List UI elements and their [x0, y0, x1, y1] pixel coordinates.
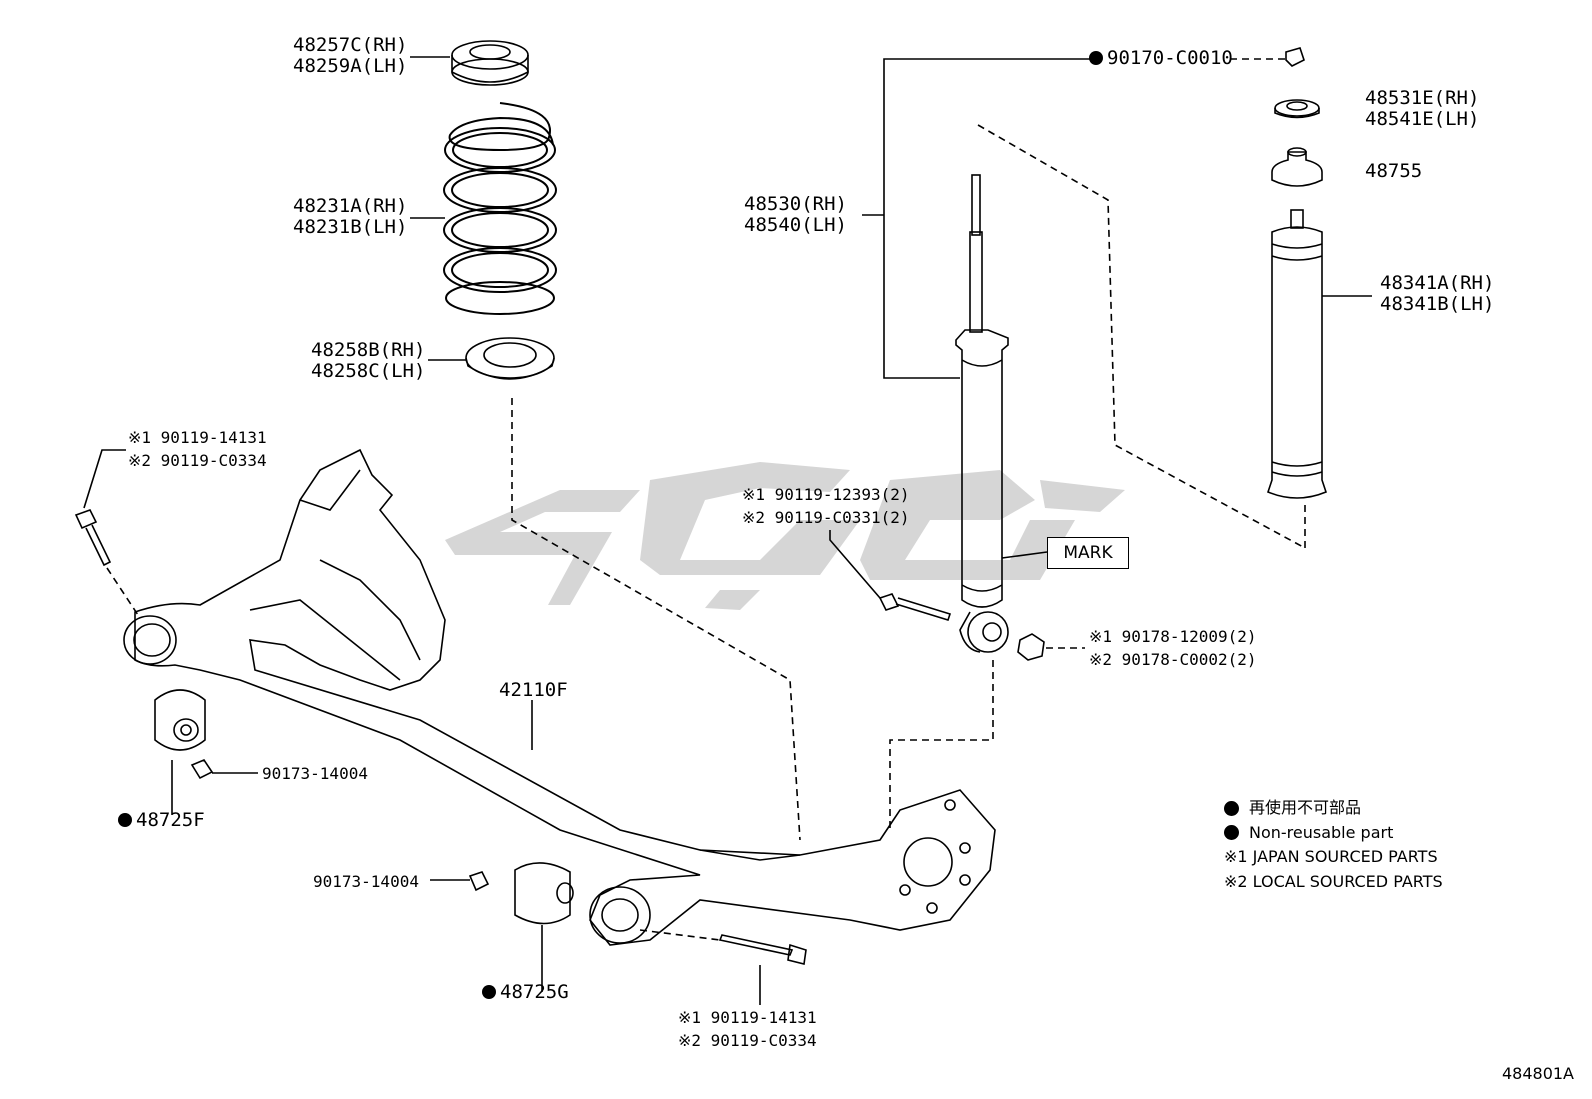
- label-washer: 48531E(RH) 48541E(LH): [1365, 88, 1479, 130]
- label-lower-spring-seat: 48258B(RH) 48258C(LH): [311, 340, 425, 382]
- label-line: 48231A(RH): [293, 195, 408, 217]
- washer-shape: [1274, 99, 1320, 119]
- label-line: ※1 90119-14131: [678, 1008, 817, 1027]
- legend-text: 再使用不可部品: [1249, 798, 1362, 817]
- bushing-left-shape: [154, 689, 206, 751]
- label-line: 48530(RH): [744, 193, 847, 215]
- coil-spring-shape: [443, 102, 557, 315]
- label-bottom-bolt: ※1 90119-14131 ※2 90119-C0334: [678, 1006, 817, 1052]
- label-shock-lower-nut: ※1 90178-12009(2) ※2 90178-C0002(2): [1089, 625, 1257, 671]
- label-line: 48540(LH): [744, 214, 847, 236]
- label-line: 90173-14004: [313, 872, 419, 891]
- label-upper-spring-seat: 48257C(RH) 48259A(LH): [293, 35, 407, 77]
- label-shock-absorber: 48530(RH) 48540(LH): [744, 194, 847, 236]
- non-reusable-dot-icon: [1224, 800, 1239, 816]
- mark-callout: MARK: [1047, 537, 1129, 569]
- non-reusable-dot-icon: [1089, 51, 1103, 65]
- label-nut-right: 90173-14004: [313, 870, 419, 893]
- label-line: ※2 90119-C0331(2): [742, 508, 910, 527]
- label-line: 48259A(LH): [293, 55, 408, 77]
- watermark-logo: [445, 462, 1125, 610]
- legend-text: Non-reusable part: [1249, 822, 1394, 842]
- label-line: 48341A(RH): [1380, 272, 1495, 294]
- axle-beam-shape: [123, 448, 996, 946]
- bushing-right-shape: [514, 862, 574, 925]
- label-line: ※2 90119-C0334: [128, 451, 267, 470]
- legend-row: 再使用不可部品: [1224, 796, 1443, 821]
- label-line: 90173-14004: [262, 764, 368, 783]
- lower-spring-seat-shape: [465, 337, 555, 380]
- bumper-stopper-shape: [1271, 147, 1323, 187]
- label-line: 48258B(RH): [311, 339, 426, 361]
- nut-left-shape: [190, 759, 214, 780]
- dust-boot-shape: [1267, 209, 1327, 499]
- front-bolt-shape: [74, 509, 112, 567]
- label-line: 48725F: [136, 809, 205, 831]
- label-line: ※2 90119-C0334: [678, 1031, 817, 1050]
- reference-code: 484801A: [1501, 1064, 1574, 1083]
- label-line: 48725G: [500, 981, 569, 1003]
- label-line: ※1 90119-12393(2): [742, 485, 910, 504]
- label-bushing-right: 48725G: [482, 982, 569, 1003]
- legend-text: ※2 LOCAL SOURCED PARTS: [1224, 871, 1443, 891]
- label-line: 48231B(LH): [293, 216, 408, 238]
- non-reusable-dot-icon: [118, 813, 132, 827]
- label-shock-lower-bolt: ※1 90119-12393(2) ※2 90119-C0331(2): [742, 483, 910, 529]
- bottom-bolt-shape: [718, 934, 807, 965]
- label-bumper-stopper: 48755: [1365, 161, 1422, 182]
- label-top-nut: 90170-C0010: [1089, 48, 1233, 69]
- legend-row: ※2 LOCAL SOURCED PARTS: [1224, 870, 1443, 895]
- label-line: 48258C(LH): [311, 360, 426, 382]
- label-line: 48341B(LH): [1380, 293, 1495, 315]
- legend-row: ※1 JAPAN SOURCED PARTS: [1224, 845, 1443, 870]
- nut-right-shape: [468, 871, 490, 892]
- label-line: 48257C(RH): [293, 34, 408, 56]
- label-axle-beam: 42110F: [499, 680, 568, 701]
- label-bushing-left: 48725F: [118, 810, 205, 831]
- legend-row: Non-reusable part: [1224, 821, 1443, 846]
- label-line: 42110F: [499, 679, 568, 701]
- label-line: ※1 90119-14131: [128, 428, 267, 447]
- legend-text: ※1 JAPAN SOURCED PARTS: [1224, 847, 1438, 866]
- label-line: 48541E(LH): [1365, 108, 1480, 130]
- upper-spring-seat-shape: [451, 40, 529, 86]
- label-line: 90170-C0010: [1107, 47, 1233, 69]
- legend: 再使用不可部品 Non-reusable part ※1 JAPAN SOURC…: [1224, 796, 1443, 894]
- label-line: 48531E(RH): [1365, 87, 1480, 109]
- label-coil-spring: 48231A(RH) 48231B(LH): [293, 196, 407, 238]
- label-nut-left: 90173-14004: [262, 762, 368, 785]
- shock-lower-nut-shape: [1017, 633, 1045, 661]
- non-reusable-dot-icon: [1224, 825, 1239, 841]
- top-nut-shape: [1285, 47, 1305, 67]
- label-line: ※2 90178-C0002(2): [1089, 650, 1257, 669]
- label-line: ※1 90178-12009(2): [1089, 627, 1257, 646]
- non-reusable-dot-icon: [482, 985, 496, 999]
- label-front-bolt: ※1 90119-14131 ※2 90119-C0334: [128, 426, 267, 472]
- shock-absorber-shape: [955, 174, 1009, 653]
- shock-lower-bolt-shape: [878, 593, 952, 621]
- label-dust-boot: 48341A(RH) 48341B(LH): [1380, 273, 1494, 315]
- label-line: 48755: [1365, 160, 1423, 182]
